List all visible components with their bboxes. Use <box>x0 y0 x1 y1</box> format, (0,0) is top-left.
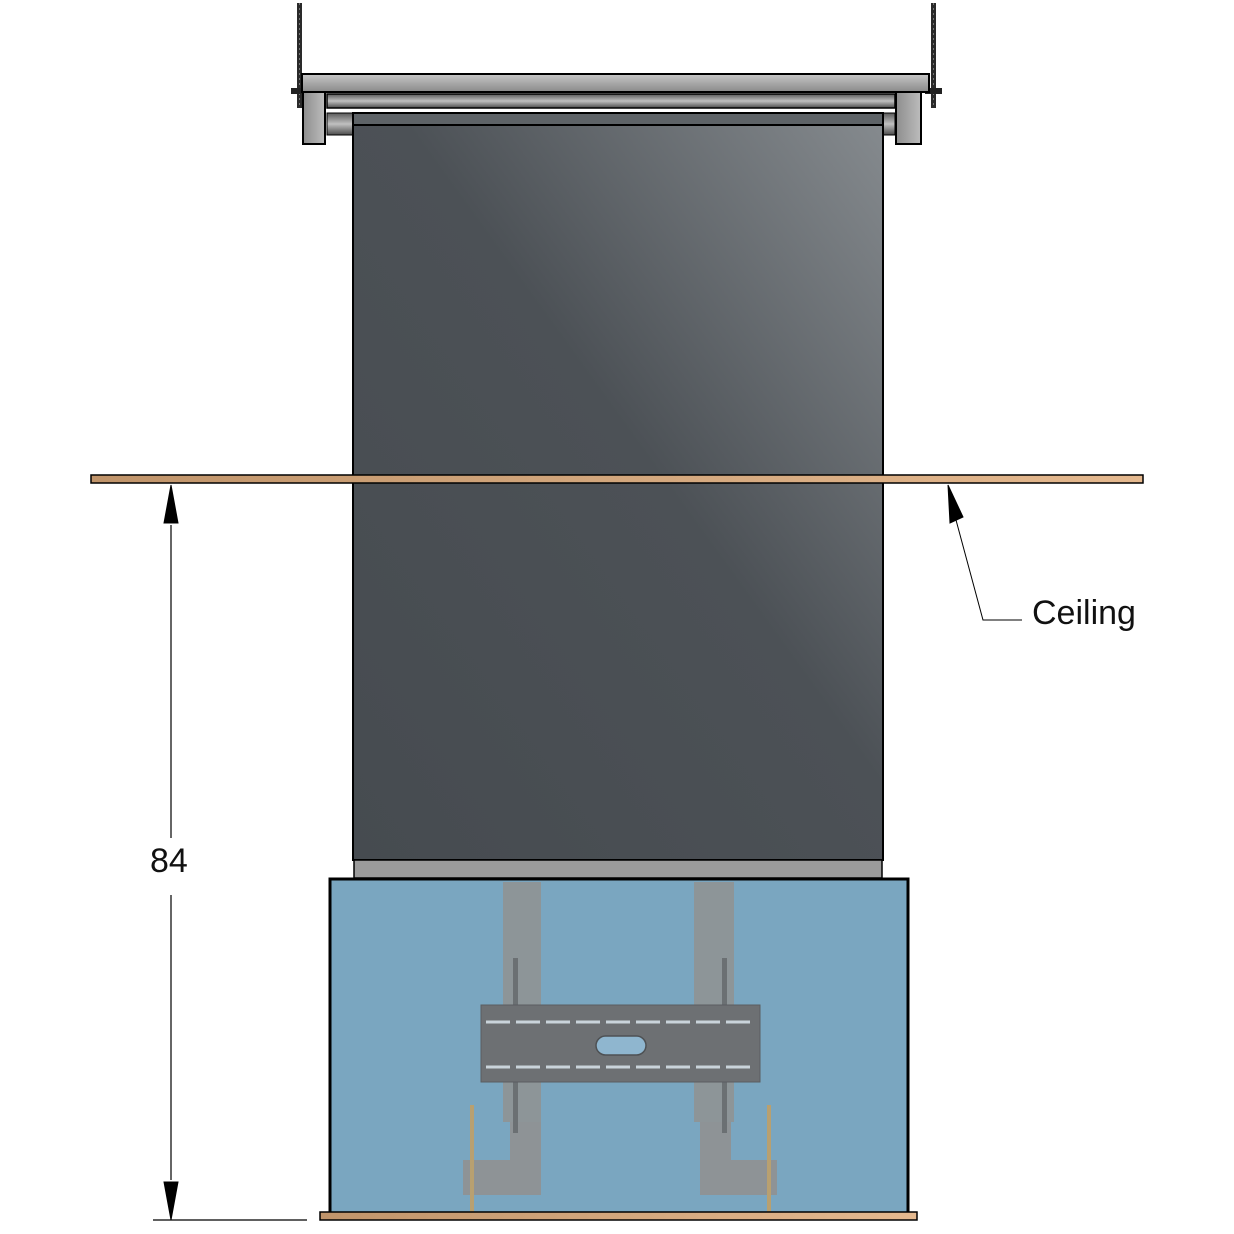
lift-cabinet <box>328 877 910 1215</box>
floor-board <box>319 1211 918 1221</box>
threaded-rod-left <box>291 3 308 108</box>
tv-mount-plate <box>480 1004 761 1083</box>
ceiling-leader-arrow <box>947 484 1022 621</box>
dimension-arrow <box>153 484 307 1221</box>
bottom-bar <box>353 859 883 879</box>
threaded-rod-right <box>925 3 942 108</box>
height-dimension-label: 84 <box>148 842 190 880</box>
ceiling-board <box>90 474 1144 484</box>
ceiling-label: Ceiling <box>1032 594 1136 632</box>
projection-screen <box>352 112 884 861</box>
